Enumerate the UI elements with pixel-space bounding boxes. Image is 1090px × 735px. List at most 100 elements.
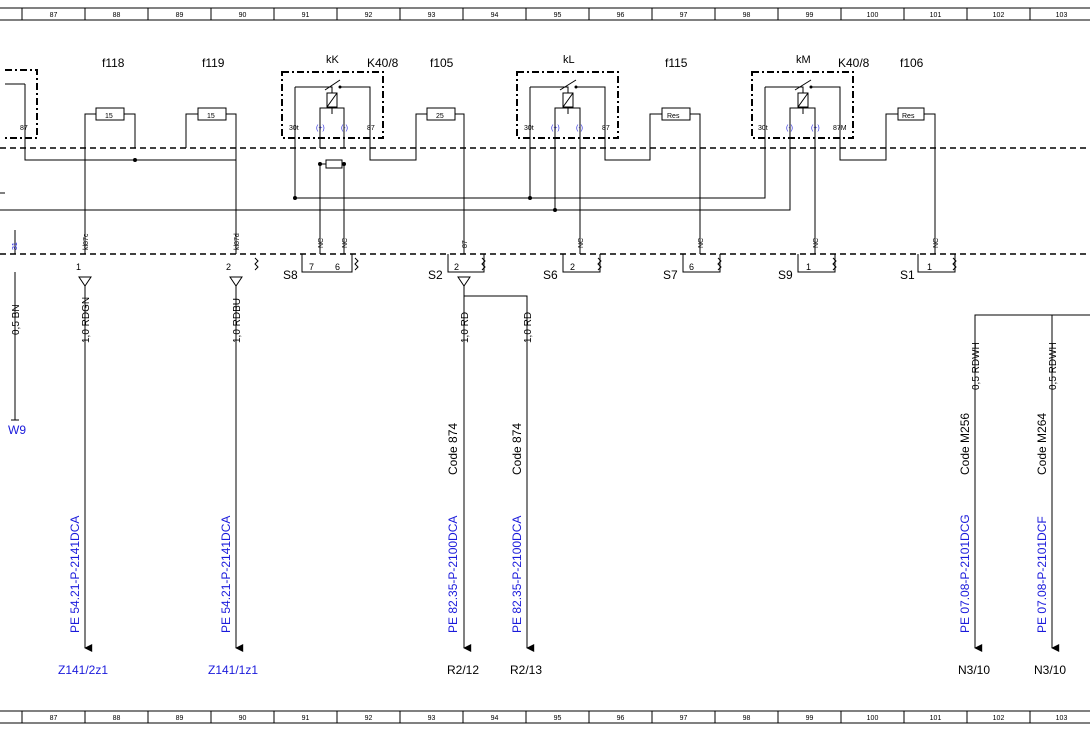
ruler-top-col-103: 103 bbox=[1056, 12, 1068, 19]
ground-symbols bbox=[78, 276, 471, 287]
fuse-f115-value: Res bbox=[667, 113, 680, 120]
plug-S1: S1 bbox=[900, 268, 915, 282]
wire-dest-1: Z141/2z1 bbox=[58, 663, 108, 677]
svg-text:6: 6 bbox=[689, 262, 694, 272]
fuse-label-f105: f105 bbox=[430, 56, 454, 70]
svg-text:NC: NC bbox=[342, 238, 349, 248]
ruler-top-col-87: 87 bbox=[50, 12, 58, 19]
plug-blocks: 1 2 S8 7 6 S2 2 S6 2 S7 6 S9 1 S1 1 bbox=[76, 254, 957, 282]
ruler-top-col-93: 93 bbox=[428, 12, 436, 19]
svg-text:31: 31 bbox=[12, 242, 19, 250]
wire-ref-3: PE 82.35-P-2100DCA bbox=[446, 516, 460, 633]
fuse-f106-wire-in bbox=[885, 113, 898, 148]
ruler-bottom-col-90: 90 bbox=[239, 715, 247, 722]
fuse-f118-wire-out bbox=[124, 113, 136, 148]
relay-kM-pin-30t: 30t bbox=[758, 125, 768, 132]
relay-label-kK: kK bbox=[326, 54, 340, 66]
fuse-label-f115: f115 bbox=[665, 56, 688, 70]
ruler-bottom-col-98: 98 bbox=[743, 715, 751, 722]
relay-kK-pin-87: 87 bbox=[367, 125, 375, 132]
wire-ref-1: PE 54.21-P-2141DCA bbox=[68, 516, 82, 633]
connector-top-labels: 31 kl87c kl87d NC NC 87 NC NC NC NC bbox=[12, 233, 940, 250]
fuse-f119-value: 15 bbox=[207, 113, 215, 120]
ruler-top-col-100: 100 bbox=[867, 12, 879, 19]
fuse-f106-value: Res bbox=[902, 113, 915, 120]
wire-code-3: Code 874 bbox=[446, 423, 460, 475]
svg-text:7: 7 bbox=[309, 262, 314, 272]
left-pin-2: 2 bbox=[226, 262, 231, 272]
ruler-bottom-col-99: 99 bbox=[806, 715, 814, 722]
plug-S6: S6 bbox=[543, 268, 558, 282]
wire-dest-4: R2/13 bbox=[510, 663, 542, 677]
svg-text:kl87c: kl87c bbox=[83, 233, 90, 250]
relay-kL-pin-30t: 30t bbox=[524, 125, 534, 132]
interconnect-wiring bbox=[0, 148, 936, 254]
wire-dest-3: R2/12 bbox=[447, 663, 479, 677]
svg-text:NC: NC bbox=[933, 238, 940, 248]
ruler-bottom-col-93: 93 bbox=[428, 715, 436, 722]
relay-pin-stubs bbox=[294, 114, 841, 148]
wire-ref-6: PE 07.08-P-2101DCF bbox=[1035, 516, 1049, 633]
junction-dots bbox=[133, 158, 557, 212]
fuse-label-f106: f106 bbox=[900, 56, 924, 70]
wire-dest-6: N3/10 bbox=[1034, 663, 1066, 677]
wire-dest-0: W9 bbox=[8, 423, 26, 437]
relay-label-kL: kL bbox=[563, 54, 575, 66]
fuse-f118-wire-in bbox=[84, 113, 96, 148]
relay-kK: kK K40/8 30t (+) (-) 87 bbox=[281, 54, 399, 139]
relay-kL: kL 30t (+) (-) 87 bbox=[516, 54, 619, 139]
wire-code-5: Code M256 bbox=[958, 413, 972, 475]
fuse-f115-wire-out bbox=[690, 113, 701, 148]
ruler-top-col-89: 89 bbox=[176, 12, 184, 19]
fuse-f106-wire-out bbox=[924, 113, 936, 148]
fuse-f105-wire-out bbox=[455, 113, 465, 148]
ruler-top-col-92: 92 bbox=[365, 12, 373, 19]
ruler-top-col-97: 97 bbox=[680, 12, 688, 19]
relay-kK-box bbox=[281, 71, 384, 139]
ruler-top-col-94: 94 bbox=[491, 12, 499, 19]
ruler-top-col-101: 101 bbox=[930, 12, 942, 19]
wire-code-4: Code 874 bbox=[510, 423, 524, 475]
svg-text:NC: NC bbox=[698, 238, 705, 248]
fuse-f105-wire-in bbox=[415, 113, 427, 148]
ruler-bottom-col-96: 96 bbox=[617, 715, 625, 722]
wire-label-5: 0,5 RDWH bbox=[971, 342, 982, 390]
fuse-f105-value: 25 bbox=[436, 113, 444, 120]
ruler-top-col-90: 90 bbox=[239, 12, 247, 19]
output-wires bbox=[11, 272, 1090, 652]
ruler-bottom-col-100: 100 bbox=[867, 715, 879, 722]
ruler-bottom-col-91: 91 bbox=[302, 715, 310, 722]
plug-S8: S8 bbox=[283, 268, 298, 282]
plug-S2: S2 bbox=[428, 268, 443, 282]
svg-text:NC: NC bbox=[318, 238, 325, 248]
wire-label-6: 0,5 RDWH bbox=[1048, 342, 1059, 390]
wire-label-4: 1,0 RD bbox=[523, 312, 534, 343]
relay-kM-box bbox=[751, 71, 854, 139]
wire-ref-5: PE 07.08-P-2101DCG bbox=[958, 514, 972, 633]
ruler-bottom-col-97: 97 bbox=[680, 715, 688, 722]
ruler-bottom-col-103: 103 bbox=[1056, 715, 1068, 722]
svg-text:6: 6 bbox=[335, 262, 340, 272]
plug-S9: S9 bbox=[778, 268, 793, 282]
ruler-bottom-col-101: 101 bbox=[930, 715, 942, 722]
relay-kL-pin-87: 87 bbox=[602, 125, 610, 132]
relay-kK-pin-30t: 30t bbox=[289, 125, 299, 132]
svg-text:kl87d: kl87d bbox=[234, 233, 241, 250]
relay-label-kM: kM bbox=[796, 54, 811, 66]
fuse-f118-value: 15 bbox=[105, 113, 113, 120]
fuse-label-f118: f118 bbox=[102, 56, 125, 70]
fuse-f115-wire-in bbox=[649, 113, 662, 148]
left-pin-1: 1 bbox=[76, 262, 81, 272]
svg-text:87: 87 bbox=[462, 240, 469, 248]
fuse-f119-wire-out bbox=[226, 113, 237, 148]
wire-dest-5: N3/10 bbox=[958, 663, 990, 677]
wire-dest-2: Z141/1z1 bbox=[208, 663, 258, 677]
wire-code-6: Code M264 bbox=[1035, 413, 1049, 475]
svg-text:NC: NC bbox=[578, 238, 585, 248]
svg-text:1: 1 bbox=[927, 262, 932, 272]
left-module-box bbox=[5, 69, 38, 139]
wire-label-3: 1,0 RD bbox=[460, 312, 471, 343]
svg-text:2: 2 bbox=[454, 262, 459, 272]
